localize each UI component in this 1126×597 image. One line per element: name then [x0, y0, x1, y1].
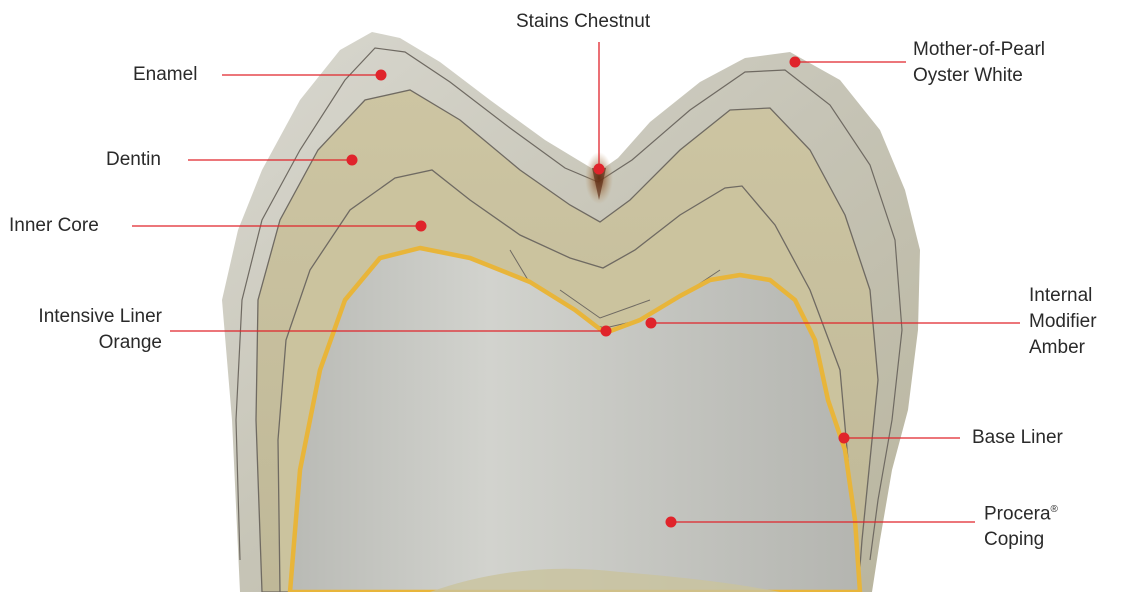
label-mother-line1: Mother-of-Pearl [913, 37, 1045, 63]
label-intensive-line2: Orange [8, 330, 162, 356]
dot-intensive-liner [601, 326, 612, 337]
dot-mother-of-pearl [790, 57, 801, 68]
dot-internal-modifier [646, 318, 657, 329]
dot-inner-core [416, 221, 427, 232]
dot-stains [594, 164, 605, 175]
label-procera-coping: Procera® Coping [984, 497, 1058, 553]
label-internal-line2: Modifier [1029, 309, 1097, 335]
label-intensive-line1: Intensive Liner [8, 304, 162, 330]
label-procera-line2: Coping [984, 527, 1058, 553]
registered-mark: ® [1051, 504, 1058, 515]
label-internal-modifier: Internal Modifier Amber [1029, 283, 1097, 361]
label-inner-core: Inner Core [9, 213, 99, 239]
label-internal-line1: Internal [1029, 283, 1097, 309]
dot-dentin [347, 155, 358, 166]
label-intensive-liner: Intensive Liner Orange [8, 304, 162, 356]
label-mother-line2: Oyster White [913, 63, 1045, 89]
label-procera-line1: Procera® [984, 497, 1058, 527]
label-internal-line3: Amber [1029, 335, 1097, 361]
label-mother-of-pearl: Mother-of-Pearl Oyster White [913, 37, 1045, 89]
label-procera-text: Procera [984, 503, 1051, 524]
dot-procera [666, 517, 677, 528]
label-stains-chestnut: Stains Chestnut [516, 9, 650, 35]
label-base-liner: Base Liner [972, 425, 1063, 451]
dot-base-liner [839, 433, 850, 444]
dot-enamel [376, 70, 387, 81]
label-dentin: Dentin [106, 147, 161, 173]
label-enamel: Enamel [133, 62, 197, 88]
